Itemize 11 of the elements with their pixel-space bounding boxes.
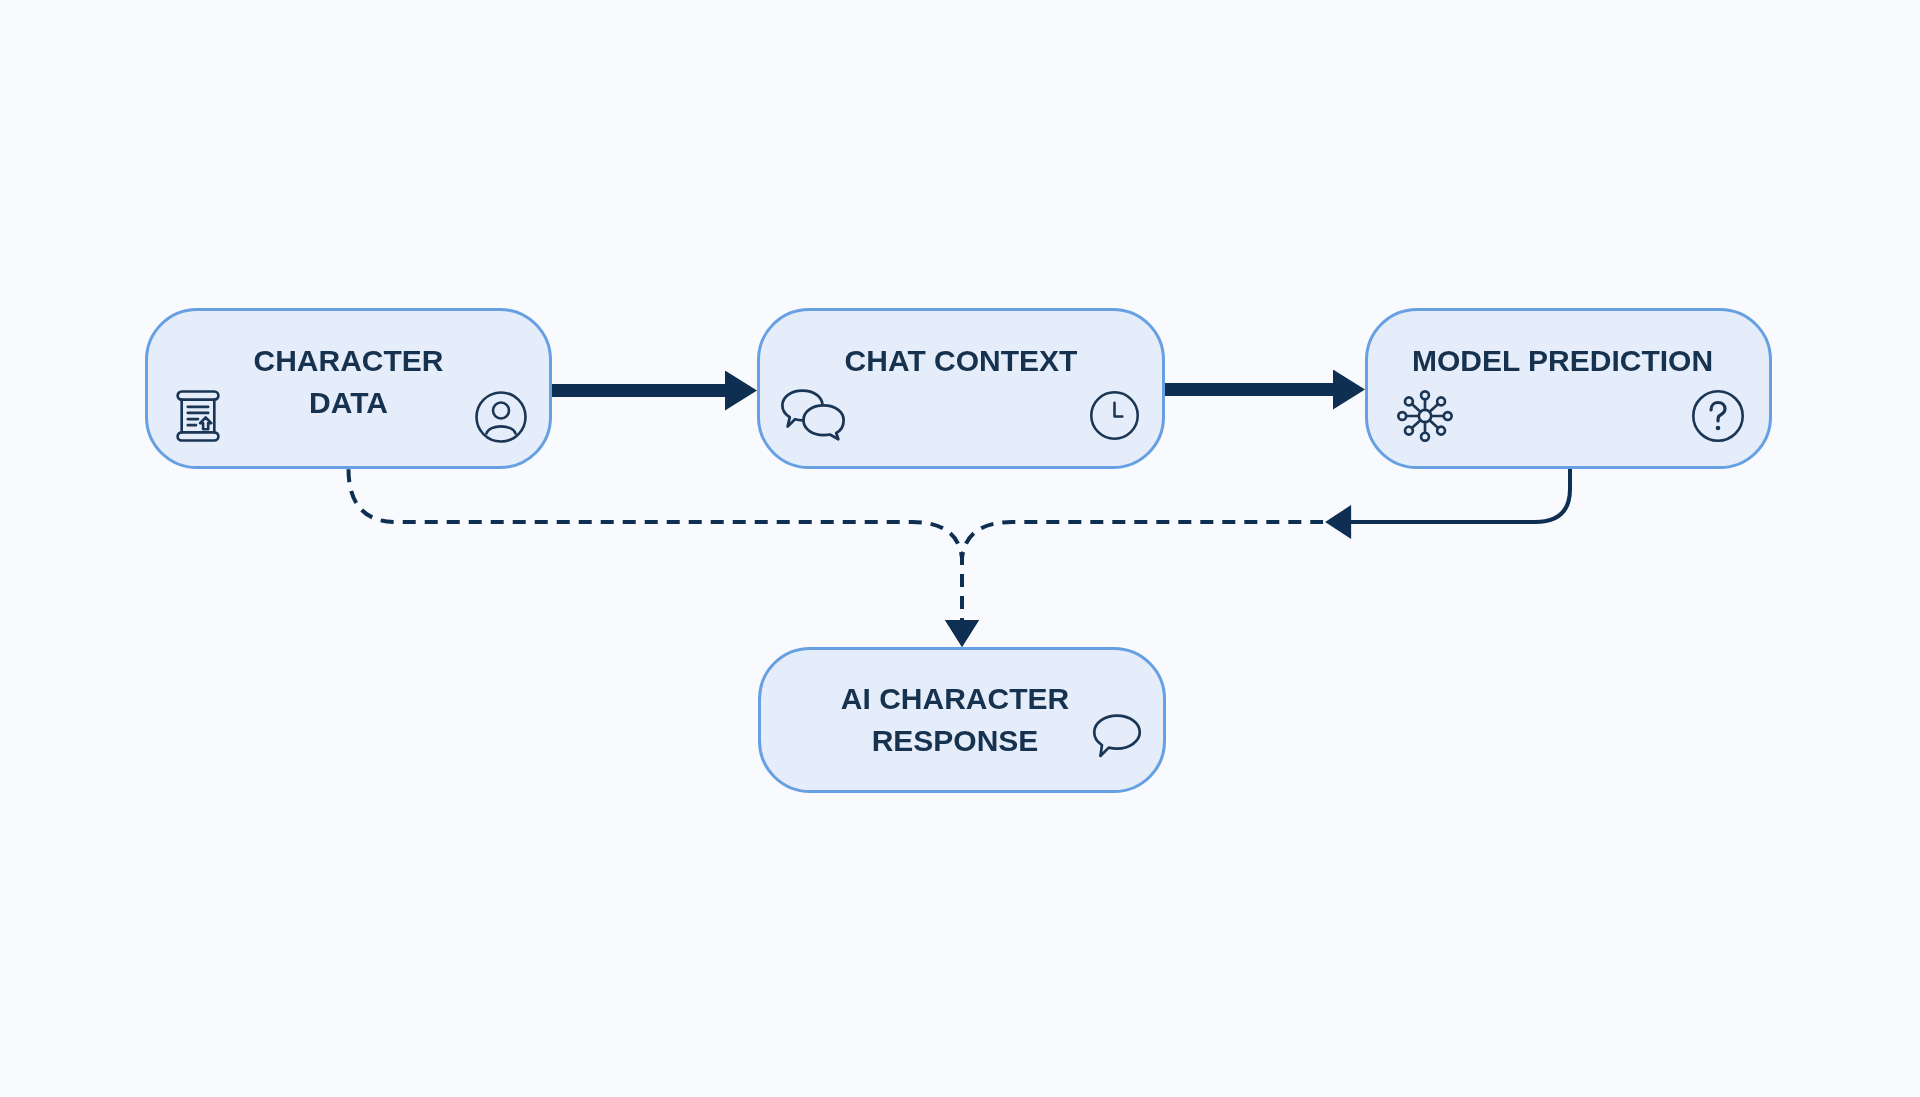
process-box [1365,308,1772,469]
arrow [552,370,757,411]
process-box [145,308,552,469]
node-label: AI CHARACTER RESPONSE [840,681,1070,759]
node-label: CHAT CONTEXT [844,343,1078,379]
node-label: CHARACTER DATA [253,343,444,421]
dashed-arrow [945,469,1572,647]
node-label: MODEL PREDICTION [1411,343,1714,379]
arrow [1165,369,1365,410]
process-box [757,308,1165,469]
process-box [758,647,1166,793]
